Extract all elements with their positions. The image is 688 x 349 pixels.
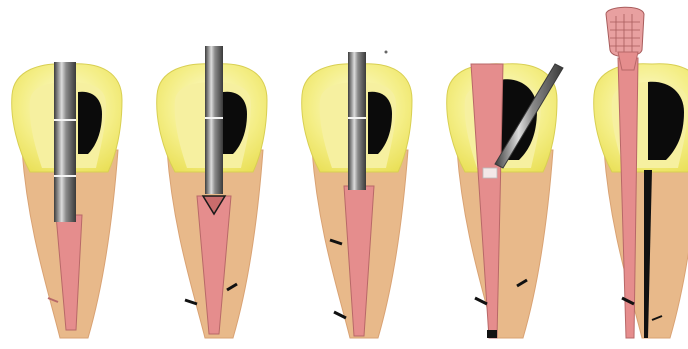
panel-5-tooth <box>594 7 688 338</box>
panel-3-tooth <box>302 51 412 339</box>
gutta-percha-handle <box>606 7 644 57</box>
panel-1-tooth <box>12 62 122 338</box>
tooth-root-dentin <box>457 150 553 338</box>
apical-plug <box>487 330 497 338</box>
plugger-shaft <box>205 46 223 194</box>
instrument-tip-dot <box>385 51 388 54</box>
panel-4-tooth <box>447 64 563 338</box>
sealer-spot <box>483 168 497 178</box>
gutta-percha-neck <box>618 52 638 70</box>
panel-2-tooth <box>157 46 267 338</box>
plugger-shaft <box>348 52 366 190</box>
plugger-shaft <box>54 62 76 222</box>
